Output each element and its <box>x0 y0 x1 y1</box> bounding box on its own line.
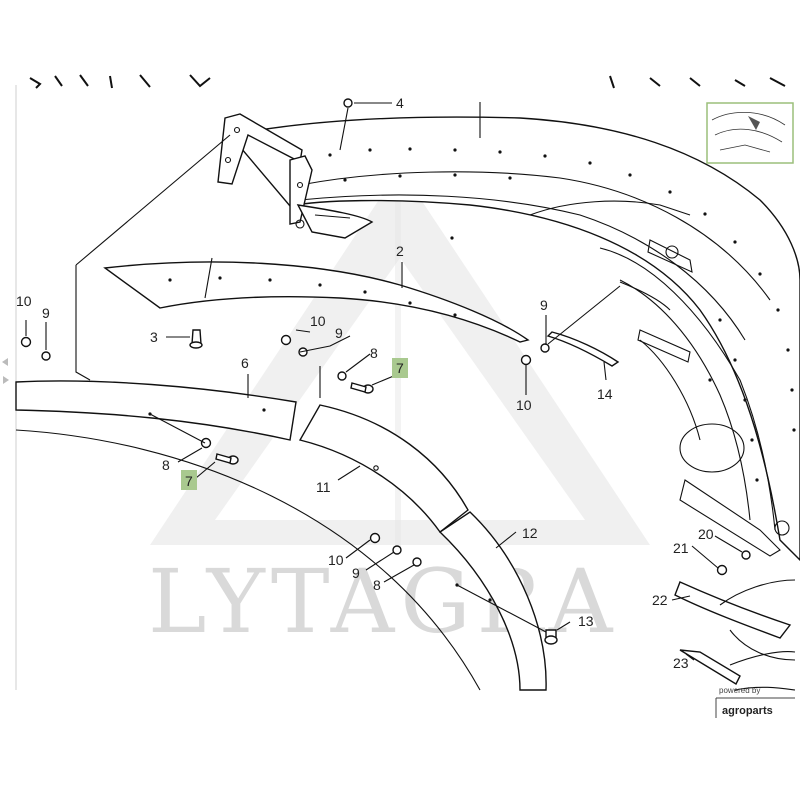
part-14-gasket <box>546 331 620 367</box>
overview-thumbnail[interactable] <box>706 102 794 164</box>
mounting-bracket <box>217 113 374 239</box>
leader-frame-left <box>75 265 91 381</box>
callout-3: 3 <box>150 329 158 345</box>
toolbar-fragments <box>29 74 786 89</box>
washers-and-nuts <box>20 334 751 576</box>
part-22 <box>674 579 796 661</box>
callout-10-mid: 10 <box>310 313 326 329</box>
callout-7-upper: 7 <box>396 360 404 376</box>
callout-8-lower: 8 <box>162 457 170 473</box>
callout-11: 11 <box>316 479 331 495</box>
callout-7-lower: 7 <box>185 473 193 489</box>
callout-20: 20 <box>698 526 714 542</box>
rivet-dots <box>318 147 796 482</box>
callout-6: 6 <box>241 355 249 371</box>
callout-10-right: 10 <box>516 397 532 413</box>
fender-outer-arc <box>15 429 481 691</box>
part-12-segment <box>438 511 547 691</box>
callout-labels: 4 2 3 10 9 6 10 9 8 7 8 7 11 9 10 14 12 … <box>16 95 714 671</box>
callout-22: 22 <box>652 592 668 608</box>
badge-agroparts: agroparts <box>722 705 773 717</box>
fastener-bolts <box>189 98 558 645</box>
callout-13: 13 <box>578 613 594 629</box>
callout-4: 4 <box>396 95 404 111</box>
callout-8-bottom: 8 <box>373 577 381 593</box>
part-6-strip <box>15 380 297 441</box>
callout-9-mid: 9 <box>335 325 343 341</box>
badge-powered-by: powered by <box>719 686 760 695</box>
scroll-arrows-icon[interactable] <box>2 358 9 384</box>
callout-10-left: 10 <box>16 293 32 309</box>
part-11-segment <box>298 404 469 534</box>
highlight-part-7-upper[interactable] <box>392 358 408 378</box>
part-2-strip <box>103 261 530 343</box>
callout-10-bottom: 10 <box>328 552 344 568</box>
agroparts-badge[interactable]: powered by agroparts <box>715 686 795 718</box>
callout-2: 2 <box>396 243 404 259</box>
fender-shell <box>228 116 800 561</box>
highlight-part-7-lower[interactable] <box>181 470 197 490</box>
callout-14: 14 <box>597 386 613 402</box>
callout-9-left: 9 <box>42 305 50 321</box>
callout-12: 12 <box>522 525 538 541</box>
callout-9-right: 9 <box>540 297 548 313</box>
callout-9-bottom: 9 <box>352 565 360 581</box>
callout-21: 21 <box>673 540 689 556</box>
callout-8-mid: 8 <box>370 345 378 361</box>
leader-frame-top <box>75 134 231 266</box>
part-23 <box>679 649 796 691</box>
callout-23: 23 <box>673 655 689 671</box>
